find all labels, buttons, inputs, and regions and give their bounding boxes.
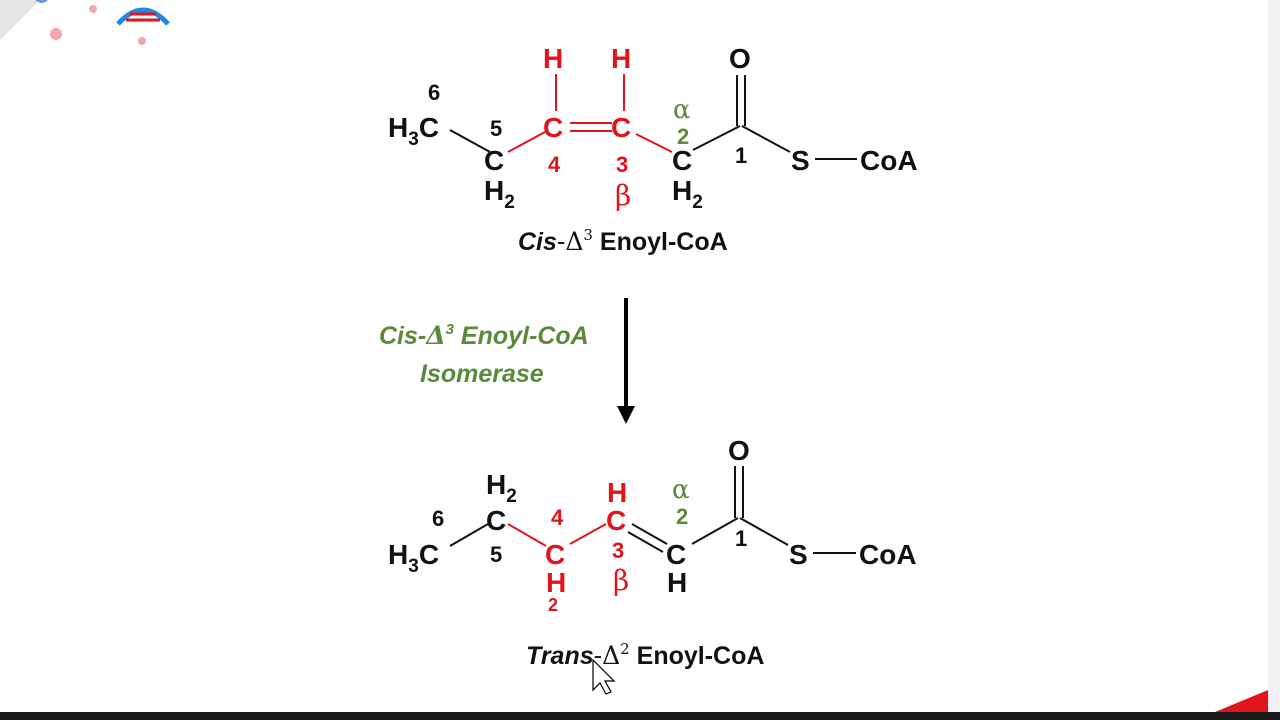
scrollbar-track[interactable] [1268,0,1280,712]
double-bond-line [627,531,664,553]
sulfur-atom: S [791,145,810,176]
position-5-label: 5 [490,542,502,567]
logo-dot [138,37,146,45]
position-2-label: 2 [677,124,689,149]
position-2-label: 2 [676,504,688,529]
position-4-label: 4 [548,152,561,177]
alpha-label: α [672,475,690,505]
logo-dot [50,28,62,40]
c3-hydrogen: H [607,477,627,508]
carbonyl-oxygen: O [729,43,751,74]
position-1-label: 1 [735,526,747,551]
position-3-label: 3 [612,538,624,563]
logo-wedge [0,0,40,40]
beta-label: β [613,564,629,597]
alpha-label: α [673,95,691,125]
cis-delta3-enoyl-coa-structure: H3C C H2 C C C H2 H H O S CoA 6 5 4 3 2 … [388,43,918,256]
bottom-border-bar [0,712,1280,720]
bond [449,523,489,547]
c2-hydrogens: H2 [672,175,703,213]
sulfur-atom: S [789,539,808,570]
bond [449,129,491,153]
logo-arc [116,7,170,26]
bond [741,125,791,153]
c4-hydrogen-count: 2 [548,595,558,615]
position-6-label: 6 [432,506,444,531]
position-1-label: 1 [735,143,747,168]
beta-label: β [615,179,631,212]
carbon-5: C [484,145,504,176]
bond [739,517,789,546]
hydrogen-on-c3: H [611,43,631,74]
c4-hydrogen: H [546,567,566,598]
logo-swoosh [35,0,48,3]
position-6-label: 6 [428,80,440,105]
methyl-group: H3C [388,539,439,577]
c5-hydrogens: H2 [486,469,517,507]
bottom-compound-name: Trans-Δ2 Enoyl-CoA [526,640,764,670]
logo-dot [89,5,97,13]
double-bond-line [631,523,668,545]
methyl-group: H3C [388,112,439,150]
hydrogen-on-c4: H [543,43,563,74]
carbon-4: C [543,112,563,143]
top-compound-name: Cis-Δ3 Enoyl-CoA [518,226,728,256]
carbon-3: C [606,505,626,536]
c5-hydrogens: H2 [484,175,515,213]
position-4-label: 4 [551,505,564,530]
carbon-5: C [486,505,506,536]
carbon-3: C [611,112,631,143]
carbon-2: C [672,145,692,176]
carbonyl-oxygen: O [728,435,750,466]
bond [691,517,739,545]
coenzyme-a: CoA [859,539,917,570]
bond [507,131,546,153]
mouse-cursor-icon [592,658,616,695]
position-3-label: 3 [616,152,628,177]
bond [692,125,741,151]
bond [569,523,607,545]
c2-hydrogen: H [667,567,687,598]
bond [635,133,673,153]
trans-delta2-enoyl-coa-structure: H3C C H2 C H 2 C H C H O S CoA 6 5 4 3 2… [388,435,917,670]
enzyme-name-line1: Cis-Δ3 Enoyl-CoA [379,321,589,350]
coenzyme-a: CoA [860,145,918,176]
brand-logo [0,0,170,45]
bond [507,523,547,547]
carbon-2: C [666,539,686,570]
position-5-label: 5 [490,116,502,141]
enzyme-label: Cis-Δ3 Enoyl-CoA Isomerase [379,321,589,388]
enzyme-name-line2: Isomerase [420,360,544,388]
arrow-head [617,406,635,424]
carbon-4: C [545,539,565,570]
reaction-arrow [617,298,635,424]
corner-accent [1215,690,1268,712]
